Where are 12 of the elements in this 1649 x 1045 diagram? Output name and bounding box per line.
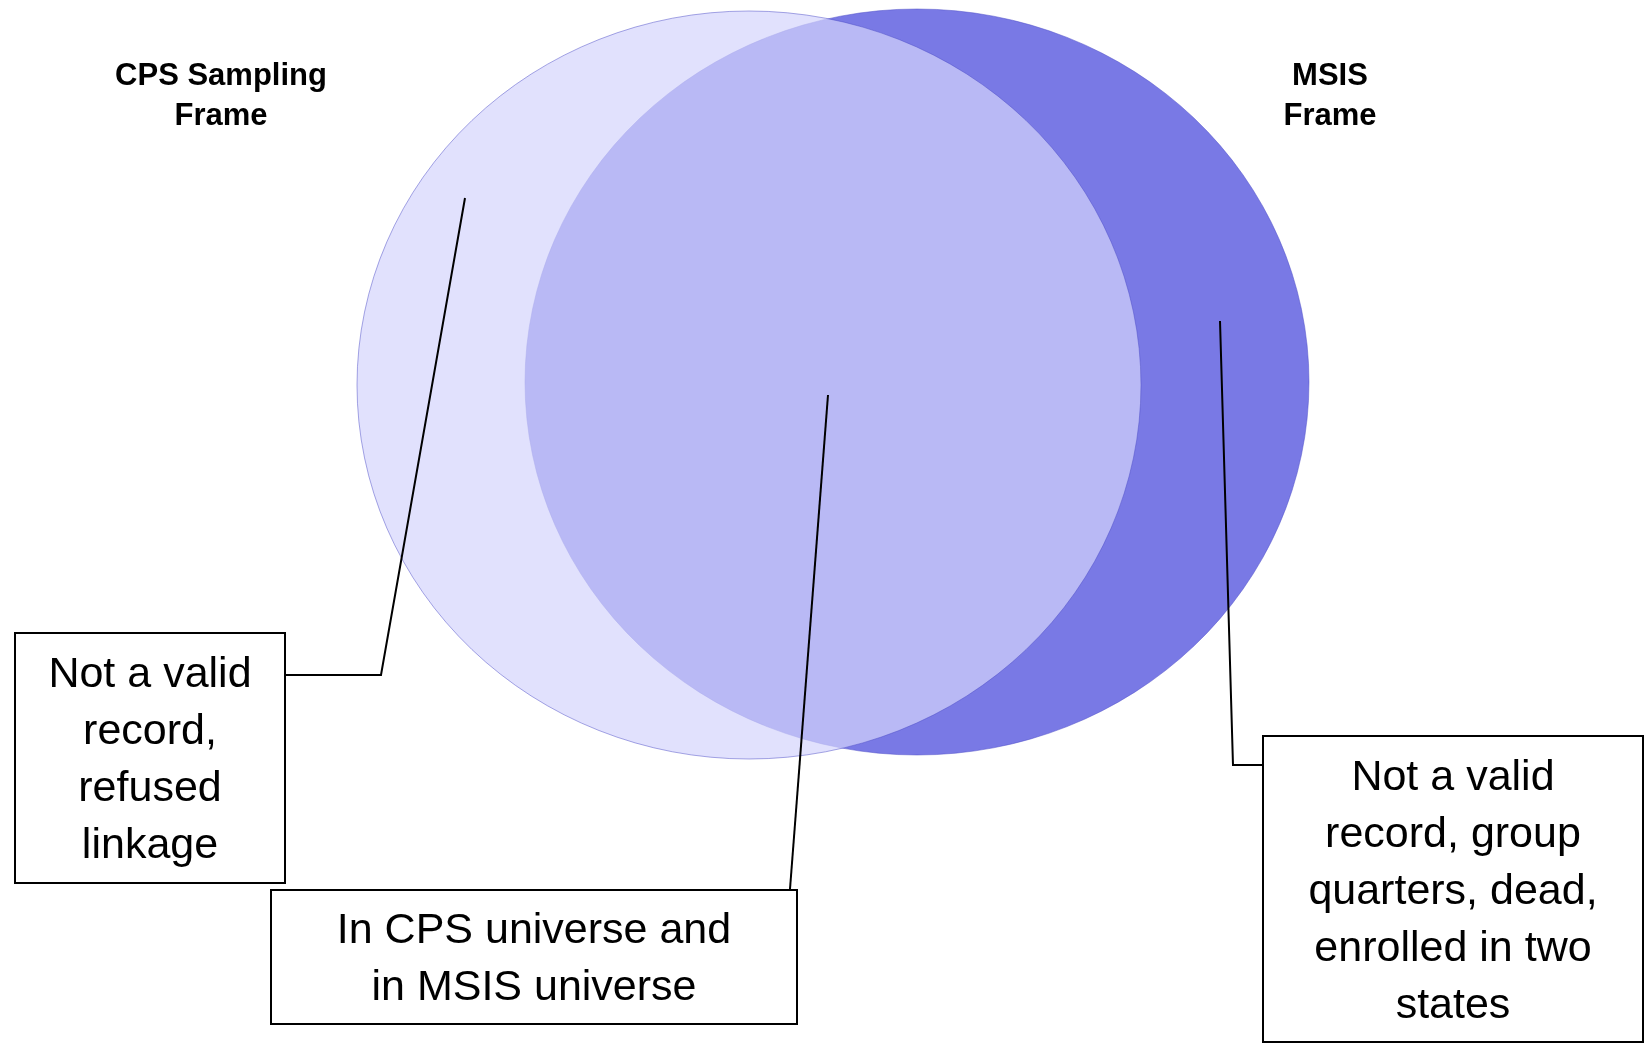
venn-circle: [356, 10, 1142, 760]
callout-box: [1262, 735, 1644, 1043]
circle-heading: MSIS Frame: [1282, 56, 1378, 134]
callout-text: Not a valid record, group quarters, dead, enrolled in two states: [1307, 749, 1599, 1029]
callout-box: [270, 889, 798, 1025]
callout-box: [14, 632, 286, 884]
leader-line: [789, 394, 829, 890]
callout-text: In CPS universe and in MSIS universe: [335, 903, 733, 1011]
leader-line: [1219, 320, 1263, 766]
callout-text: Not a valid record, refused linkage: [47, 647, 253, 869]
leader-line: [285, 197, 466, 676]
circle-heading: CPS Sampling Frame: [114, 56, 328, 134]
